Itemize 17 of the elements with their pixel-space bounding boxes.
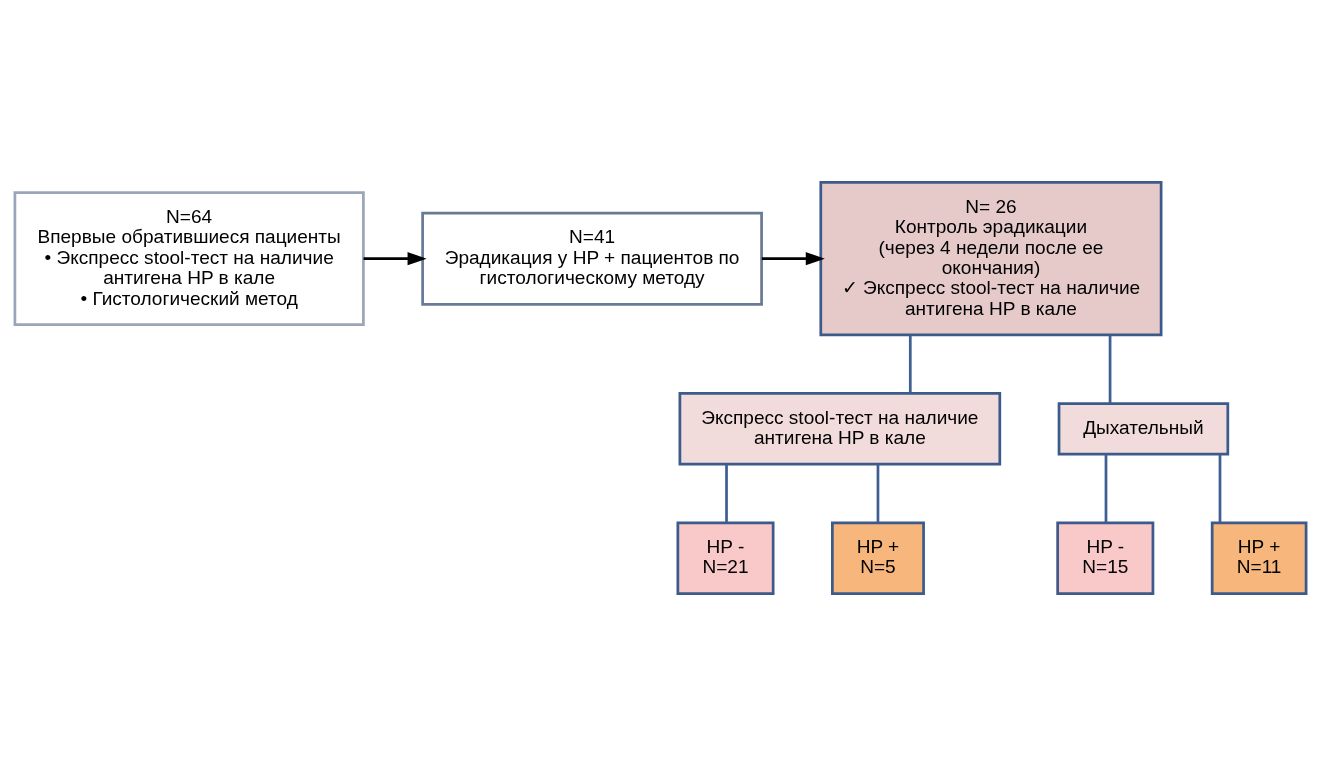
node-box: HP - N=21 <box>676 520 775 595</box>
connector <box>725 464 728 523</box>
node-box: HP + N=5 <box>831 520 925 595</box>
arrow <box>363 251 427 265</box>
node-box: N=64 Впервые обратившиеся пациенты • Экспресс stool-тест на наличие антигена HP в кале • Гистологический метод <box>13 190 365 326</box>
connector <box>1104 453 1108 522</box>
connector <box>876 464 880 523</box>
node-box: Дыхательный <box>1057 401 1230 455</box>
node-box: HP + N=11 <box>1210 520 1308 595</box>
connector <box>908 334 912 393</box>
node-box: Экспресс stool-тест на наличие антигена HP в кале <box>678 391 1002 466</box>
node-box: N=41 Эрадикация у HP + пациентов по гистологическому методу <box>421 211 763 306</box>
connector <box>1218 453 1222 522</box>
arrow <box>761 251 825 265</box>
connector <box>1108 334 1112 403</box>
node-box: HP - N=15 <box>1056 520 1155 595</box>
node-box: N= 26 Контроль эрадикации (через 4 недели после ее окончания) ✓ Экспресс stool-тест на наличие антигена HP в кале <box>819 180 1163 336</box>
